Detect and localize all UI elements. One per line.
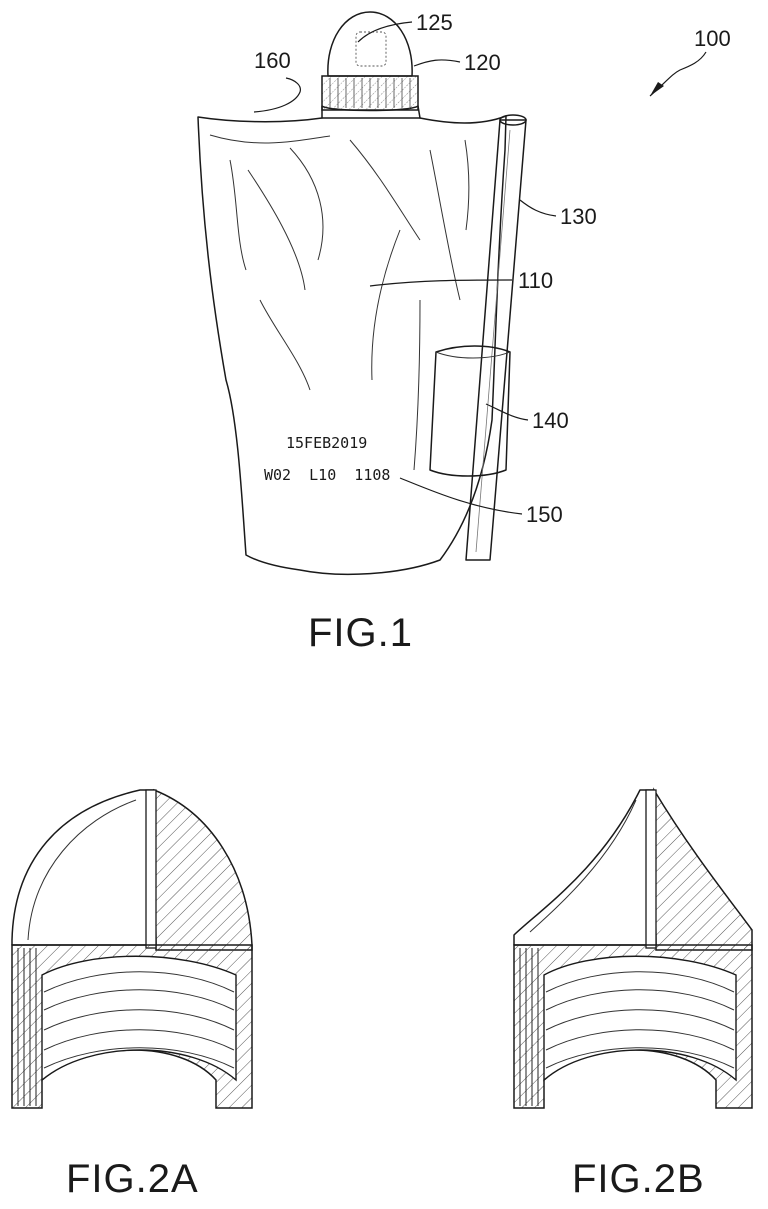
fig2a-label: FIG.2A [66, 1157, 199, 1201]
print-code-line1: 15FEB2019 [286, 434, 367, 452]
fig2b-section-top [653, 787, 753, 951]
fig2b-drawing: FIG.2B [513, 787, 753, 1201]
fig2b-label: FIG.2B [572, 1157, 705, 1201]
fig2a-ribs [17, 948, 37, 1106]
bag-wrinkles [209, 134, 470, 471]
callout-130: 130 [560, 204, 597, 229]
cap-ring-ribs [329, 78, 411, 108]
print-code-line2: W02 L10 1108 [264, 466, 390, 484]
callout-100: 100 [694, 26, 731, 51]
callout-110: 110 [518, 268, 553, 293]
cap-dome [327, 11, 413, 77]
fig1-drawing: 15FEB2019 W02 L10 1108 125 120 160 100 1… [197, 10, 731, 655]
callout-125: 125 [416, 10, 453, 35]
callout-140: 140 [532, 408, 569, 433]
callout-120: 120 [464, 50, 501, 75]
cap-insert [355, 31, 387, 67]
fig1-label: FIG.1 [308, 611, 413, 655]
fig2b-ribs [519, 948, 539, 1106]
rod [465, 119, 527, 561]
fig2a-section-top [153, 788, 253, 951]
bag-outline [197, 115, 507, 576]
fig2a-dome [11, 789, 157, 946]
callout-150: 150 [526, 502, 563, 527]
sleeve [429, 345, 511, 477]
fig2b-cone [513, 789, 657, 946]
fig2a-drawing: FIG.2A [11, 788, 253, 1201]
callout-160: 160 [254, 48, 291, 73]
